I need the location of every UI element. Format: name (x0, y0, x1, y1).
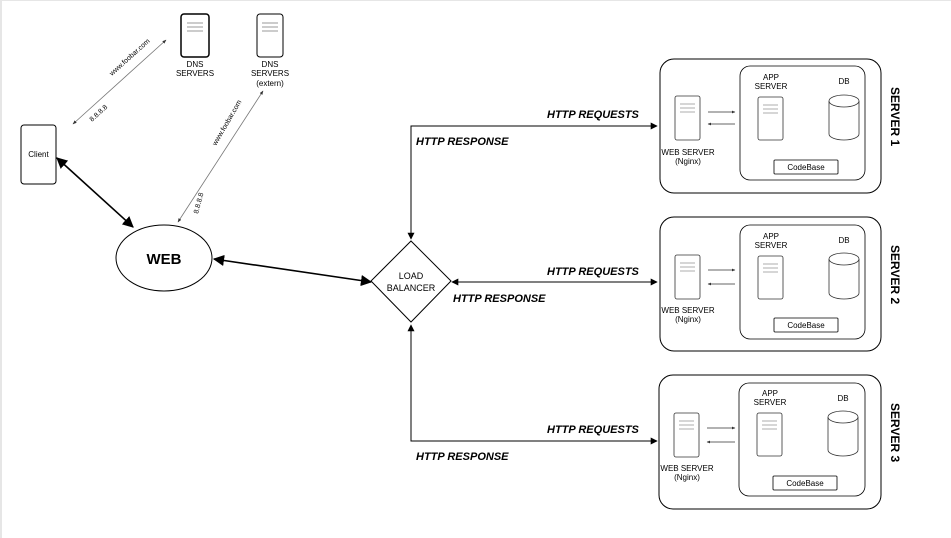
server-title: SERVER 1 (888, 87, 902, 146)
db-label: DB (838, 77, 849, 86)
database-icon (827, 410, 859, 457)
web-server-label: WEB SERVER (661, 148, 714, 157)
dns-query-arrow (72, 39, 167, 125)
codebase-label: CodeBase (787, 321, 825, 330)
load-balancer-label-line2: BALANCER (387, 283, 436, 293)
web-server-sublabel: (Nginx) (674, 473, 700, 482)
codebase-label: CodeBase (786, 479, 824, 488)
dns-server-label-line2: SERVERS (176, 69, 214, 78)
load-balancer-label-line1: LOAD (399, 271, 424, 281)
web-server-icon (674, 95, 701, 141)
server-title: SERVER 2 (888, 245, 902, 304)
lb-server3-connector (407, 324, 658, 445)
client-label: Client (28, 150, 49, 159)
canvas-edge-top (0, 0, 951, 1)
app-server-label-line2: SERVER (755, 82, 788, 91)
app-server-label-line1: APP (763, 232, 779, 241)
web-node: WEB (115, 224, 213, 292)
web-server-sublabel: (Nginx) (675, 157, 701, 166)
http-response-label-3: HTTP RESPONSE (416, 451, 509, 463)
database-icon (828, 252, 860, 300)
web-loadbalancer-arrow (212, 254, 373, 287)
dns-server-extern-node: DNS SERVERS (extern) (251, 13, 289, 88)
dns-server-label-line1: DNS (187, 60, 204, 69)
load-balancer-node: LOAD BALANCER (370, 240, 452, 323)
server-3: WEB SERVER (Nginx) APP SERVER DB CodeBas… (658, 374, 902, 510)
app-server-icon (756, 412, 783, 457)
client-node: Client (20, 124, 57, 185)
web-server-label: WEB SERVER (660, 464, 713, 473)
web-server-icon (673, 412, 700, 458)
db-label: DB (837, 394, 848, 403)
http-requests-label-1: HTTP REQUESTS (547, 109, 640, 121)
http-response-label-2: HTTP RESPONSE (453, 293, 546, 305)
http-response-label-1: HTTP RESPONSE (416, 136, 509, 148)
web-server-icon (674, 254, 701, 300)
server-title: SERVER 3 (888, 403, 902, 462)
http-requests-label-2: HTTP REQUESTS (547, 266, 640, 278)
db-label: DB (838, 236, 849, 245)
client-web-arrow (56, 157, 134, 228)
http-requests-label-3: HTTP REQUESTS (547, 424, 640, 436)
app-server-label-line2: SERVER (755, 241, 788, 250)
lb-server1-connector (407, 122, 658, 240)
app-server-label-line1: APP (763, 73, 779, 82)
dns-extern-query-arrow (177, 90, 264, 223)
web-server-label: WEB SERVER (661, 306, 714, 315)
web-server-sublabel: (Nginx) (675, 315, 701, 324)
database-icon (828, 94, 860, 141)
dns-extern-label-line3: (extern) (256, 79, 284, 88)
dns-extern-query-domain: www.foobar.com (211, 99, 243, 148)
dns-query-domain: www.foobar.com (108, 38, 152, 78)
dns-extern-label-line2: SERVERS (251, 69, 289, 78)
app-server-label-line2: SERVER (754, 398, 787, 407)
server-1: WEB SERVER (Nginx) APP SERVER DB CodeBas… (659, 58, 902, 194)
web-label: WEB (147, 251, 182, 268)
dns-server-node: DNS SERVERS (176, 13, 214, 78)
canvas-edge-left (0, 0, 2, 538)
dns-extern-label-line1: DNS (262, 60, 279, 69)
app-server-icon (757, 255, 784, 300)
codebase-label: CodeBase (787, 163, 825, 172)
app-server-label-line1: APP (762, 389, 778, 398)
app-server-icon (757, 96, 784, 141)
server-2: WEB SERVER (Nginx) APP SERVER DB CodeBas… (659, 216, 902, 352)
